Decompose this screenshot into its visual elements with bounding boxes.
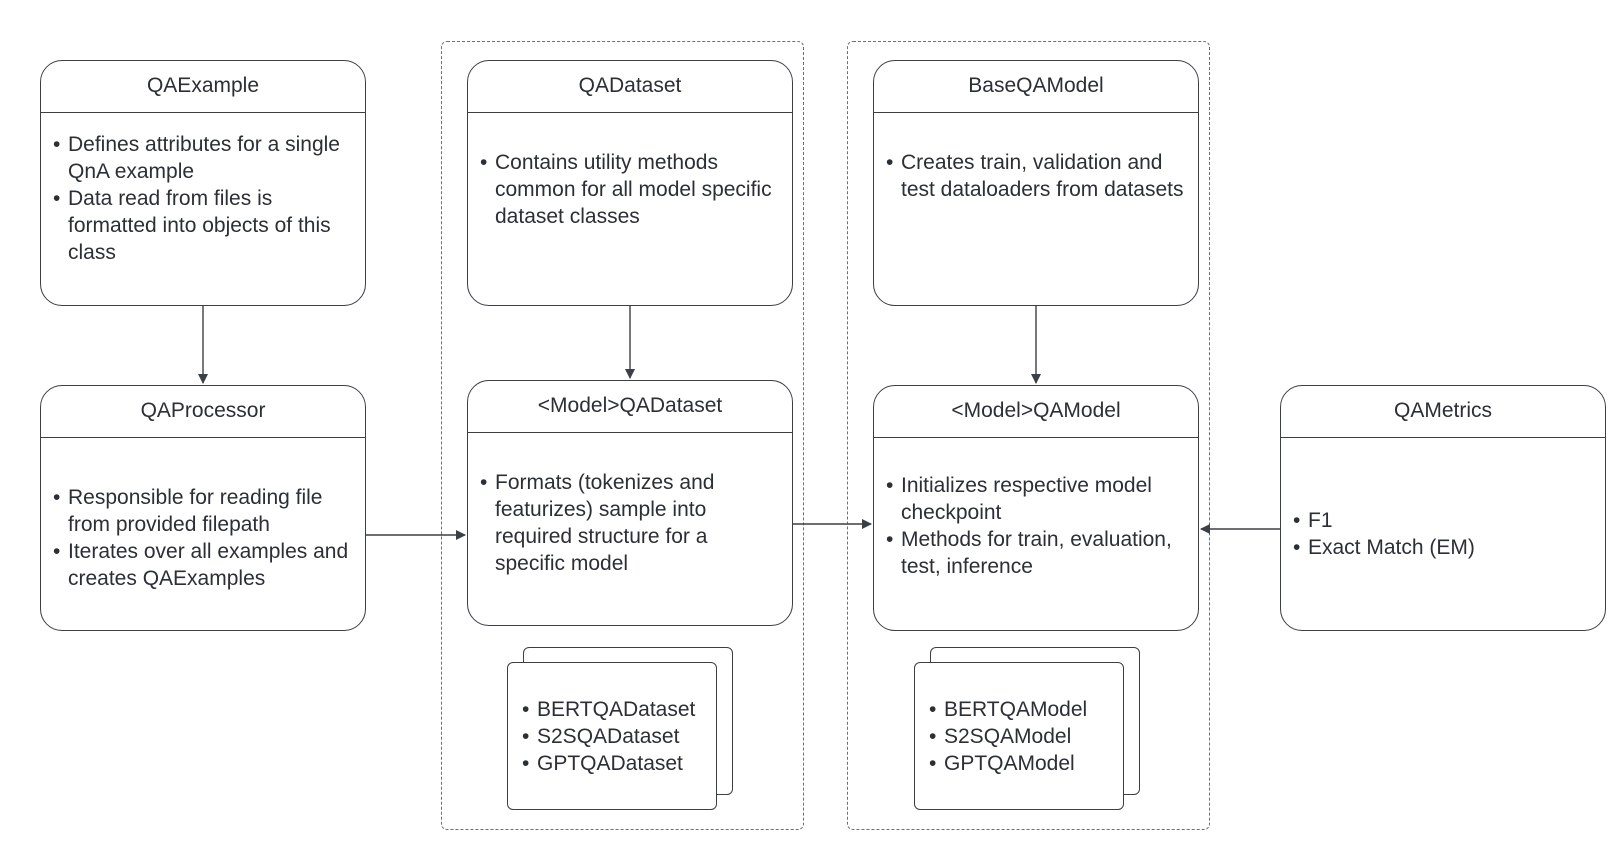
model-qa-model-bullet: Methods for train, evaluation, test, inf…	[886, 526, 1188, 580]
model-qa-dataset-box: <Model>QADataset Formats (tokenizes and …	[467, 380, 793, 626]
base-qa-model-box: BaseQAModel Creates train, validation an…	[873, 60, 1199, 306]
dataset-group	[441, 41, 804, 830]
dataset-variant-item: S2SQADataset	[522, 723, 695, 750]
qa-dataset-bullets: Contains utility methods common for all …	[468, 149, 792, 230]
qa-example-title: QAExample	[41, 61, 365, 113]
qa-metrics-bullet: Exact Match (EM)	[1293, 534, 1475, 561]
model-variants-card: BERTQAModel S2SQAModel GPTQAModel	[914, 662, 1124, 810]
model-qa-model-box: <Model>QAModel Initializes respective mo…	[873, 385, 1199, 631]
model-variant-item: BERTQAModel	[929, 696, 1087, 723]
qa-processor-bullet: Iterates over all examples and creates Q…	[53, 538, 355, 592]
model-group	[847, 41, 1210, 830]
model-qa-model-title: <Model>QAModel	[874, 386, 1198, 438]
dataset-variant-item: BERTQADataset	[522, 696, 695, 723]
qa-processor-title: QAProcessor	[41, 386, 365, 438]
qa-example-bullet: Defines attributes for a single QnA exam…	[53, 131, 355, 185]
base-qa-model-bullet: Creates train, validation and test datal…	[886, 149, 1188, 203]
qa-dataset-title: QADataset	[468, 61, 792, 113]
model-qa-dataset-bullet: Formats (tokenizes and featurizes) sampl…	[480, 469, 782, 577]
model-qa-dataset-bullets: Formats (tokenizes and featurizes) sampl…	[468, 469, 792, 577]
qa-metrics-bullet: F1	[1293, 507, 1475, 534]
dataset-variants-card: BERTQADataset S2SQADataset GPTQADataset	[507, 662, 717, 810]
qa-metrics-title: QAMetrics	[1281, 386, 1605, 438]
qa-dataset-bullet: Contains utility methods common for all …	[480, 149, 782, 230]
model-qa-model-bullet: Initializes respective model checkpoint	[886, 472, 1188, 526]
qa-dataset-box: QADataset Contains utility methods commo…	[467, 60, 793, 306]
qa-processor-box: QAProcessor Responsible for reading file…	[40, 385, 366, 631]
base-qa-model-title: BaseQAModel	[874, 61, 1198, 113]
qa-processor-bullets: Responsible for reading file from provid…	[41, 484, 365, 592]
qa-metrics-box: QAMetrics F1 Exact Match (EM)	[1280, 385, 1606, 631]
model-variant-item: GPTQAModel	[929, 750, 1087, 777]
qa-example-bullet: Data read from files is formatted into o…	[53, 185, 355, 266]
dataset-variant-item: GPTQADataset	[522, 750, 695, 777]
qa-metrics-bullets: F1 Exact Match (EM)	[1281, 507, 1485, 561]
model-variant-item: S2SQAModel	[929, 723, 1087, 750]
model-variants-list: BERTQAModel S2SQAModel GPTQAModel	[915, 696, 1097, 777]
model-qa-model-bullets: Initializes respective model checkpoint …	[874, 472, 1198, 580]
dataset-variants-list: BERTQADataset S2SQADataset GPTQADataset	[508, 696, 705, 777]
model-qa-dataset-title: <Model>QADataset	[468, 381, 792, 433]
qa-processor-bullet: Responsible for reading file from provid…	[53, 484, 355, 538]
qa-example-box: QAExample Defines attributes for a singl…	[40, 60, 366, 306]
base-qa-model-bullets: Creates train, validation and test datal…	[874, 149, 1198, 203]
qa-example-bullets: Defines attributes for a single QnA exam…	[41, 131, 365, 266]
